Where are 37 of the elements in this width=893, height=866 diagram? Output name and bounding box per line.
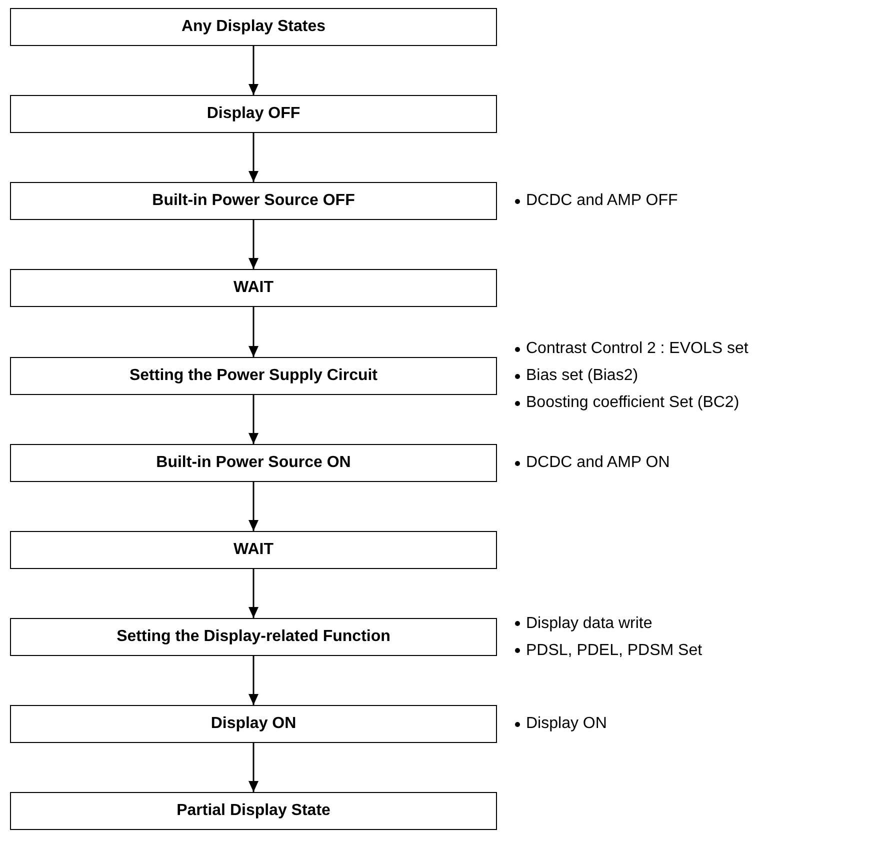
- box-label: Setting the Power Supply Circuit: [129, 366, 378, 386]
- arrow: [248, 220, 258, 269]
- note-text: Contrast Control 2 : EVOLS set: [526, 339, 748, 359]
- arrow: [248, 133, 258, 182]
- box-label: Built-in Power Source OFF: [152, 191, 355, 211]
- process-box: [10, 618, 497, 656]
- process-box: [10, 8, 497, 46]
- note-text: Display ON: [526, 714, 607, 734]
- process-box: [10, 792, 497, 830]
- box-label: Setting the Display-related Function: [116, 627, 390, 647]
- process-box: [10, 182, 497, 220]
- arrow: [248, 569, 258, 618]
- arrow: [248, 482, 258, 531]
- arrow: [248, 46, 258, 95]
- process-box: [10, 531, 497, 569]
- arrow: [248, 743, 258, 792]
- arrow: [248, 307, 258, 357]
- box-label: Any Display States: [181, 17, 326, 37]
- process-box: [10, 95, 497, 133]
- note-text: DCDC and AMP OFF: [526, 191, 678, 211]
- process-box: [10, 269, 497, 307]
- arrow: [248, 395, 258, 444]
- process-box: [10, 705, 497, 743]
- note-text: DCDC and AMP ON: [526, 453, 670, 473]
- note-text: Bias set (Bias2): [526, 366, 638, 386]
- box-label: WAIT: [234, 540, 274, 560]
- note-text: Boosting coefficient Set (BC2): [526, 393, 740, 413]
- box-label: Partial Display State: [176, 801, 330, 821]
- box-label: Built-in Power Source ON: [156, 453, 351, 473]
- process-box: [10, 357, 497, 395]
- note-text: Display data write: [526, 614, 652, 634]
- process-box: [10, 444, 497, 482]
- box-label: Display OFF: [206, 104, 300, 124]
- box-label: WAIT: [234, 278, 274, 298]
- arrow: [248, 656, 258, 705]
- note-text: PDSL, PDEL, PDSM Set: [526, 640, 702, 660]
- box-label: Display ON: [210, 714, 296, 734]
